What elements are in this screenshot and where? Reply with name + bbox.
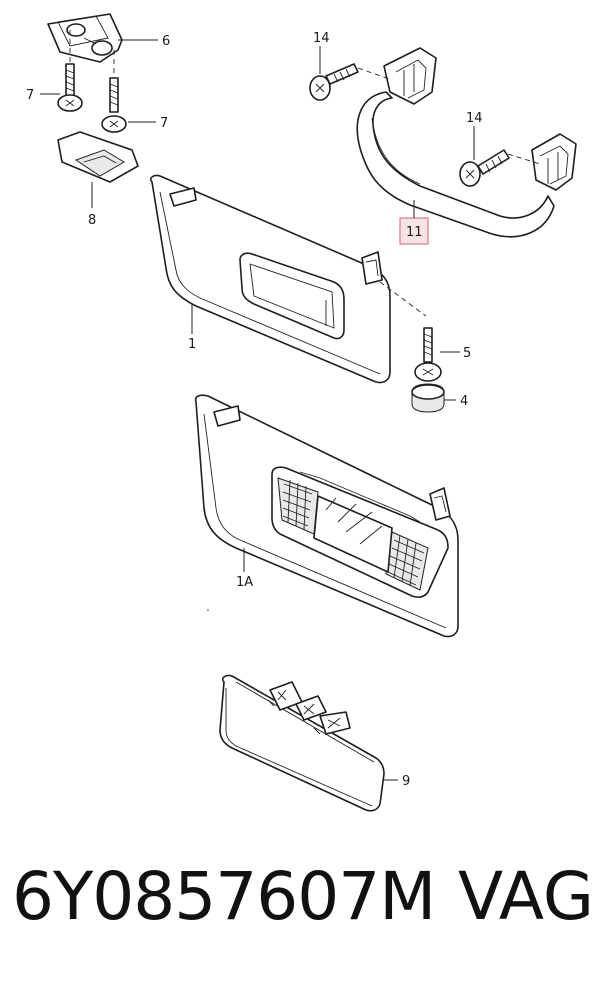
handle-screw-part (459, 149, 541, 187)
callout-11-highlight (399, 217, 429, 245)
callout-9: 9 (402, 774, 410, 789)
callout-5: 5 (463, 346, 471, 361)
grab-handle-part (356, 47, 577, 238)
exploded-parts-diagram: 6 7 7 8 11 (26, 13, 577, 812)
mirror-glass (313, 495, 393, 573)
callout-1: 1 (188, 337, 196, 352)
callout-7-left: 7 (26, 88, 34, 103)
callout-7-right: 7 (160, 116, 168, 131)
cover-cap-part (57, 131, 139, 183)
handle-screw-part (309, 63, 393, 101)
sun-visor-part (149, 174, 391, 384)
brand-label: VAG (458, 858, 595, 935)
screw-part (57, 30, 83, 112)
visor-screw-part (414, 327, 442, 382)
callout-1A: 1A (236, 575, 253, 590)
callout-8: 8 (88, 213, 96, 228)
callout-11: 11 (406, 225, 423, 240)
part-code-footer: 6Y0857607M VAG (0, 858, 600, 968)
mirror-cover-part (219, 674, 385, 812)
mounting-bracket-part (47, 13, 123, 63)
callout-6: 6 (162, 34, 170, 49)
illuminated-sun-visor-part (194, 394, 459, 638)
callout-14-right: 14 (466, 111, 483, 126)
callout-14-left: 14 (313, 31, 330, 46)
part-number: 6Y0857607M (12, 858, 436, 935)
screw-part (101, 50, 127, 133)
callout-4: 4 (460, 394, 468, 409)
screw-cap-part (411, 383, 445, 413)
